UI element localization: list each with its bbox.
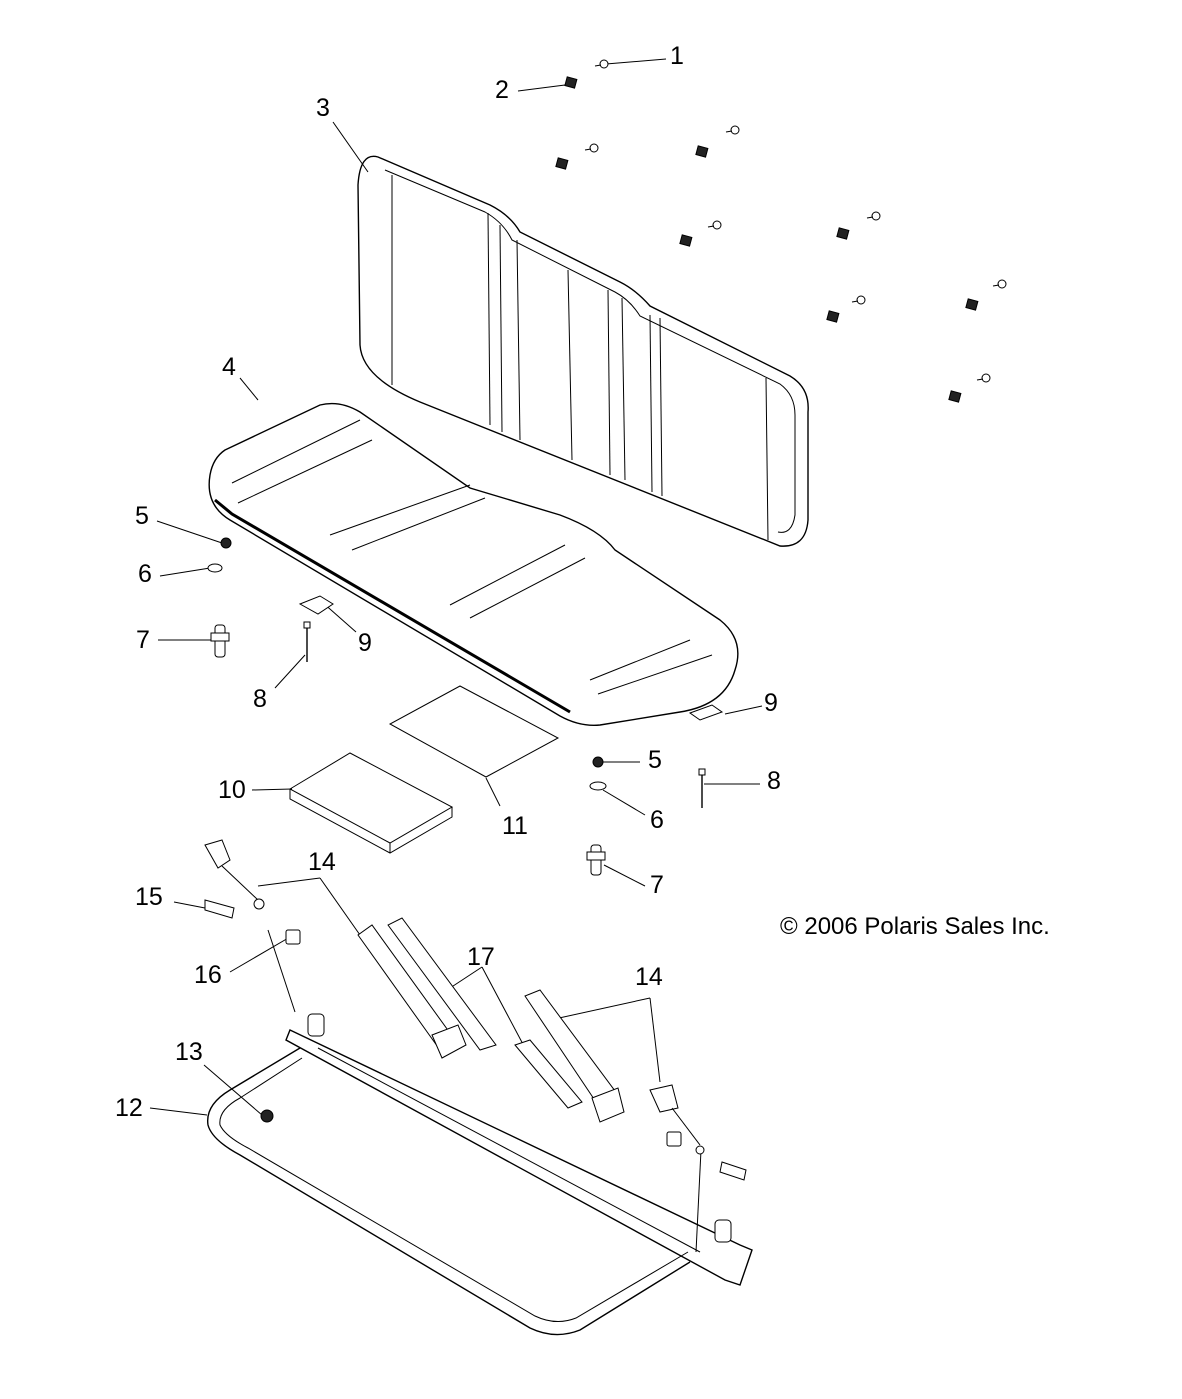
- seat-back: [357, 155, 809, 547]
- hardware-right: [586, 704, 724, 876]
- belts: [204, 839, 747, 1181]
- callout-5: 5: [135, 502, 149, 530]
- sheet: [388, 685, 560, 778]
- callout-6b: 6: [650, 806, 664, 834]
- callout-8b: 8: [767, 767, 781, 795]
- fastener-group: [555, 59, 1007, 403]
- callout-9: 9: [358, 629, 372, 657]
- callout-10: 10: [218, 776, 246, 804]
- callout-5b: 5: [648, 746, 662, 774]
- callout-14: 14: [308, 848, 336, 876]
- leader-lines: [149, 58, 763, 1253]
- callout-15: 15: [135, 883, 163, 911]
- callout-1: 1: [670, 42, 684, 70]
- callout-2: 2: [495, 76, 509, 104]
- callout-7b: 7: [650, 871, 664, 899]
- callout-11: 11: [502, 812, 528, 840]
- copyright-text: © 2006 Polaris Sales Inc.: [780, 913, 1050, 940]
- hardware-left: [207, 537, 334, 662]
- callout-8: 8: [253, 685, 267, 713]
- callout-17: 17: [467, 943, 495, 971]
- seat-bottom: [208, 402, 739, 726]
- callout-13: 13: [175, 1038, 203, 1066]
- callout-7: 7: [136, 626, 150, 654]
- seat-frame: [206, 1013, 753, 1336]
- callout-4: 4: [222, 353, 236, 381]
- foam-pad: [288, 752, 454, 854]
- callout-16: 16: [194, 961, 222, 989]
- callout-12: 12: [115, 1094, 143, 1122]
- callout-9b: 9: [764, 689, 778, 717]
- callout-3: 3: [316, 94, 330, 122]
- callout-14b: 14: [635, 963, 663, 991]
- callout-6: 6: [138, 560, 152, 588]
